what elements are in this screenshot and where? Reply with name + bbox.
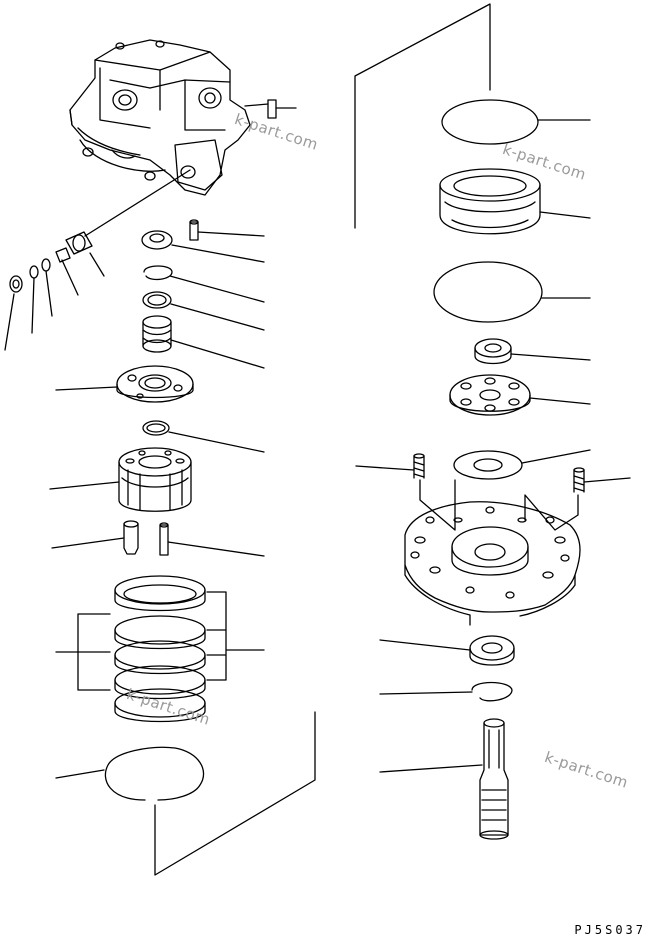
retaining-ring xyxy=(104,746,205,801)
drive-shaft xyxy=(479,718,509,840)
leader-line xyxy=(61,259,79,296)
leader-line xyxy=(49,481,120,490)
motor-housing xyxy=(69,39,277,196)
retainer-plate xyxy=(449,374,531,416)
leader-line xyxy=(379,691,473,695)
leader-line xyxy=(379,764,483,773)
collar xyxy=(474,338,512,365)
leader-line xyxy=(55,386,118,391)
bracket-right xyxy=(206,591,265,681)
washer xyxy=(142,291,172,309)
bearing xyxy=(141,230,173,250)
leader-line xyxy=(168,431,265,453)
figure-code: PJ5S037 xyxy=(574,923,646,937)
leader-line xyxy=(84,169,191,237)
leader-line xyxy=(539,211,591,219)
assembly-leader xyxy=(154,711,316,876)
o-ring-large-2 xyxy=(433,261,543,323)
leader-line xyxy=(510,353,591,361)
leader-line xyxy=(170,339,265,369)
piston xyxy=(123,520,139,555)
leader-line xyxy=(51,537,125,549)
leader-line xyxy=(89,252,105,277)
leader-line xyxy=(583,477,631,483)
leader-line xyxy=(529,397,591,405)
leader-line xyxy=(55,769,105,779)
valve-plate xyxy=(116,365,194,403)
o-ring-large xyxy=(441,99,539,145)
leader-line xyxy=(4,293,15,351)
snap-ring-right xyxy=(471,681,513,702)
leader-line xyxy=(521,449,591,464)
shoe-plate xyxy=(453,450,523,480)
leader-line xyxy=(171,244,265,263)
leader-line xyxy=(355,465,415,471)
pin xyxy=(189,219,199,241)
snap-ring xyxy=(143,265,173,281)
leader-line xyxy=(197,231,265,237)
assembly-leader xyxy=(524,494,579,531)
rod xyxy=(159,522,169,556)
spring-right xyxy=(573,467,585,493)
leader-line xyxy=(169,275,265,303)
assembly-leader xyxy=(419,479,456,531)
spring xyxy=(142,315,172,353)
cylinder-block xyxy=(118,447,192,512)
spring-left xyxy=(413,453,425,479)
bearing-right xyxy=(469,635,515,666)
seal-retainer xyxy=(439,168,541,235)
leader-line xyxy=(45,270,53,317)
leader-line xyxy=(31,277,35,334)
check-valve-group xyxy=(9,231,93,293)
swash-plate xyxy=(404,501,581,626)
assembly-leader xyxy=(354,3,491,229)
leader-line xyxy=(379,639,471,651)
bracket-left xyxy=(55,613,111,691)
friction-plate-stack xyxy=(114,575,206,723)
leader-line xyxy=(170,303,265,331)
o-ring-small xyxy=(142,420,170,436)
leader-line xyxy=(167,541,265,557)
